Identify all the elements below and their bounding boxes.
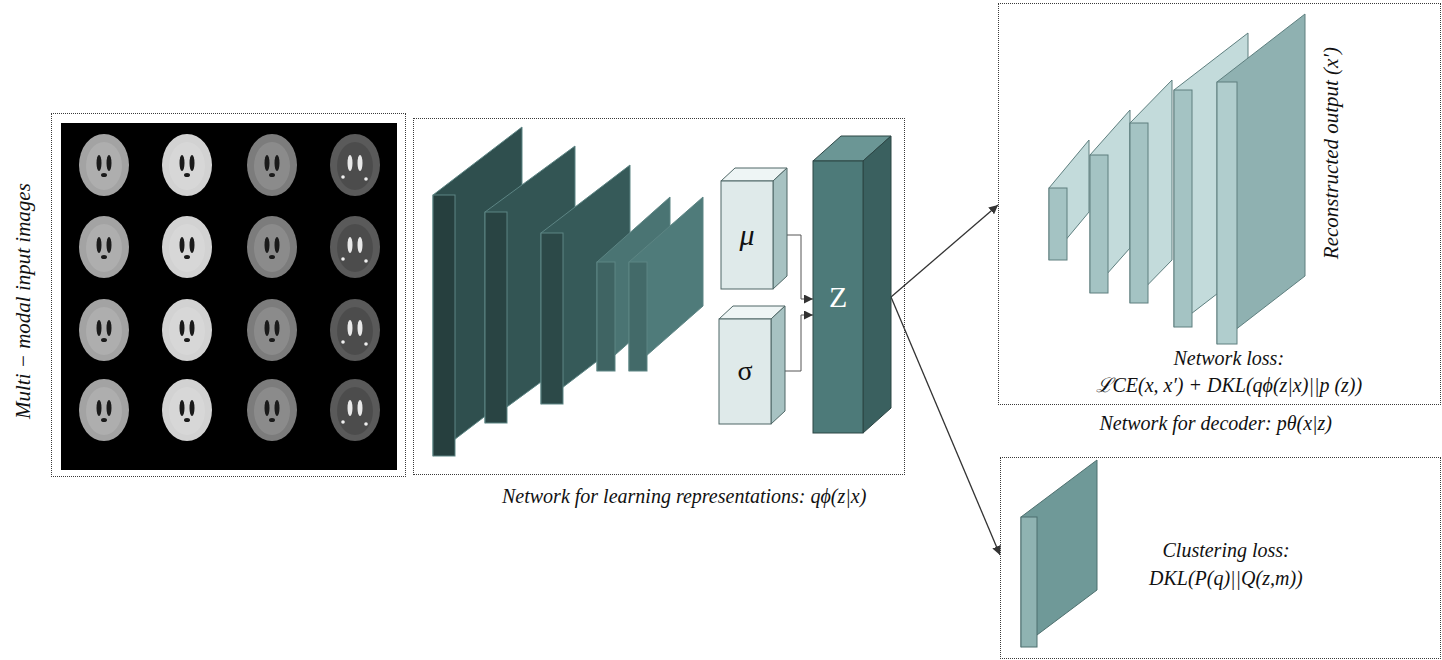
decoder-layer-front xyxy=(1174,90,1192,327)
brain-slice xyxy=(330,379,380,441)
decoder-layer-front xyxy=(1217,82,1237,344)
latent-symbol: Z xyxy=(829,280,847,315)
block-side xyxy=(863,136,891,433)
encoder-layer-front xyxy=(629,262,647,371)
variance-block: σ xyxy=(719,306,785,424)
brain-slice xyxy=(162,299,212,361)
decoder-panel: Reconstructed output (x′) Network loss: ℒC… xyxy=(998,3,1441,405)
vertical-label: Reconstructed output (x′) xyxy=(1319,47,1343,259)
brain-slice xyxy=(330,134,380,196)
brain-slice xyxy=(162,379,212,441)
decoder-layer xyxy=(1217,14,1305,344)
brain-slice xyxy=(79,134,129,196)
brain-slice xyxy=(247,379,297,441)
image-background xyxy=(61,123,397,470)
block-front xyxy=(813,161,863,433)
brain-slice xyxy=(79,379,129,441)
encoder-layer-front xyxy=(433,195,455,456)
decoder-layer-front xyxy=(1090,155,1108,293)
block-shape xyxy=(813,136,891,433)
vertical-label: Multi − modal input images xyxy=(11,183,35,419)
loss-formula: DKL(P(q)||Q(z,m)) xyxy=(1149,567,1303,590)
brain-slice xyxy=(330,216,380,278)
connector-arrow xyxy=(787,235,813,299)
decoder-layer xyxy=(1130,80,1172,303)
loss-heading: Clustering loss: xyxy=(1163,539,1290,562)
clustering-layer-front xyxy=(1021,517,1037,647)
brain-slice xyxy=(247,216,297,278)
encoder-panel: Network for learning representations: qϕ… xyxy=(413,118,905,475)
loss-heading: Network loss: xyxy=(1174,347,1285,370)
encoder-layer-front xyxy=(597,262,615,371)
brain-slice xyxy=(247,134,297,196)
decoder-layer-front xyxy=(1130,123,1148,303)
connector-arrow xyxy=(785,315,813,371)
decoder-layer-front xyxy=(1049,188,1067,260)
latent-block: Z xyxy=(813,136,891,433)
decoder-layer xyxy=(1090,110,1130,293)
panel-caption: Network for learning representations: qϕ… xyxy=(502,485,866,508)
block-side xyxy=(771,306,785,424)
encoder-layer-front xyxy=(485,212,507,423)
encoder-layer xyxy=(485,146,575,423)
block-front xyxy=(721,181,773,289)
block-side xyxy=(773,168,787,289)
block-front xyxy=(719,319,771,424)
encoder-layer-front xyxy=(541,233,563,404)
decoder-layer xyxy=(1049,140,1089,260)
input-panel: Multi − modal input images xyxy=(51,113,406,477)
encoder-layer xyxy=(629,197,703,371)
mean-block: μ xyxy=(721,168,787,289)
mean-symbol: μ xyxy=(740,218,755,253)
brain-slice xyxy=(79,216,129,278)
brain-slice xyxy=(162,216,212,278)
connector-arrow xyxy=(891,297,1000,555)
brain-slice xyxy=(79,299,129,361)
connector-arrow xyxy=(891,205,998,297)
brain-slice xyxy=(247,299,297,361)
brain-slice xyxy=(162,134,212,196)
panel-caption: Network for decoder: pθ(x|z) xyxy=(1100,412,1333,435)
clustering-layer xyxy=(1021,460,1097,647)
clustering-panel: Clustering loss: DKL(P(q)||Q(z,m)) xyxy=(1000,457,1441,659)
sigma-symbol: σ xyxy=(738,355,753,387)
brain-slice xyxy=(330,299,380,361)
loss-formula: ℒCE(x, x′) + DKL(qϕ(z|x)||p (z)) xyxy=(1096,374,1363,397)
